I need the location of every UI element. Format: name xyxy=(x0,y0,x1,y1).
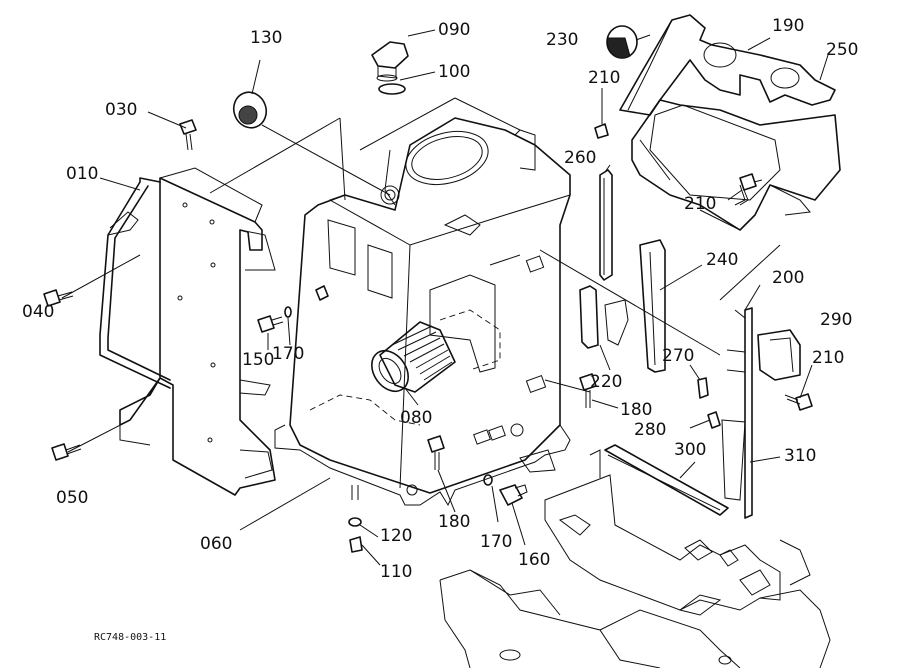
callout-280: 280 xyxy=(634,420,667,440)
callout-240: 240 xyxy=(706,250,739,270)
callout-060: 060 xyxy=(200,534,233,554)
callout-220: 220 xyxy=(590,372,623,392)
washer-170b xyxy=(483,474,493,486)
drawing-code: RC748-003-11 xyxy=(94,632,167,643)
part-220 xyxy=(579,285,629,349)
bolt-210c xyxy=(784,393,813,411)
callout-130: 130 xyxy=(250,28,283,48)
callout-100: 100 xyxy=(438,62,471,82)
callout-170-bottom: 170 xyxy=(480,532,513,552)
side-panel-010 xyxy=(99,167,276,496)
callout-160: 160 xyxy=(518,550,551,570)
callout-300: 300 xyxy=(674,440,707,460)
bracket-200 xyxy=(721,307,753,519)
clip-280 xyxy=(707,411,721,429)
callout-250: 250 xyxy=(826,40,859,60)
bracket-190 xyxy=(619,14,836,116)
pad-290 xyxy=(757,329,801,381)
stud-120 xyxy=(348,485,362,527)
fitting-160 xyxy=(499,484,528,506)
cap-090 xyxy=(371,41,409,82)
bolt-150 xyxy=(257,315,284,333)
callout-290: 290 xyxy=(820,310,853,330)
clip-270 xyxy=(697,377,709,399)
bolt-210a xyxy=(594,123,609,139)
callout-040: 040 xyxy=(22,302,55,322)
washer-170a xyxy=(284,306,292,318)
callout-120: 120 xyxy=(380,526,413,546)
callout-260: 260 xyxy=(564,148,597,168)
callout-270: 270 xyxy=(662,346,695,366)
strip-240 xyxy=(639,239,666,373)
fitting-near-150 xyxy=(315,285,329,301)
callout-180-bottom: 180 xyxy=(438,512,471,532)
bolt-030 xyxy=(179,119,197,151)
callout-200: 200 xyxy=(772,268,805,288)
seal-300 xyxy=(604,444,729,516)
callout-150: 150 xyxy=(242,350,275,370)
callout-310: 310 xyxy=(784,446,817,466)
callout-180-right: 180 xyxy=(620,400,653,420)
callout-030: 030 xyxy=(105,100,138,120)
leader-lines xyxy=(61,29,829,566)
callout-230: 230 xyxy=(546,30,579,50)
chassis-frame xyxy=(439,449,831,668)
callout-010: 010 xyxy=(66,164,99,184)
filter-080 xyxy=(371,321,456,393)
bolt-210b xyxy=(739,173,763,206)
plug-230 xyxy=(606,25,638,59)
tank-body-060 xyxy=(274,117,571,507)
bolt-180b xyxy=(579,373,597,408)
callout-110: 110 xyxy=(380,562,413,582)
bolt-040 xyxy=(43,289,74,307)
strip-260 xyxy=(599,169,613,281)
callout-170-left: 170 xyxy=(272,344,305,364)
callout-080: 080 xyxy=(400,408,433,428)
cover-panel-250 xyxy=(631,99,841,231)
nut-110 xyxy=(349,536,363,553)
callout-090: 090 xyxy=(438,20,471,40)
callout-210-top: 210 xyxy=(588,68,621,88)
plug-130 xyxy=(232,91,268,129)
callout-210-right: 210 xyxy=(812,348,845,368)
callout-050: 050 xyxy=(56,488,89,508)
o-ring-100 xyxy=(378,83,406,95)
bolt-050 xyxy=(51,443,82,461)
bolt-180a xyxy=(427,435,445,470)
callout-210-middle: 210 xyxy=(684,194,717,214)
callout-190: 190 xyxy=(772,16,805,36)
